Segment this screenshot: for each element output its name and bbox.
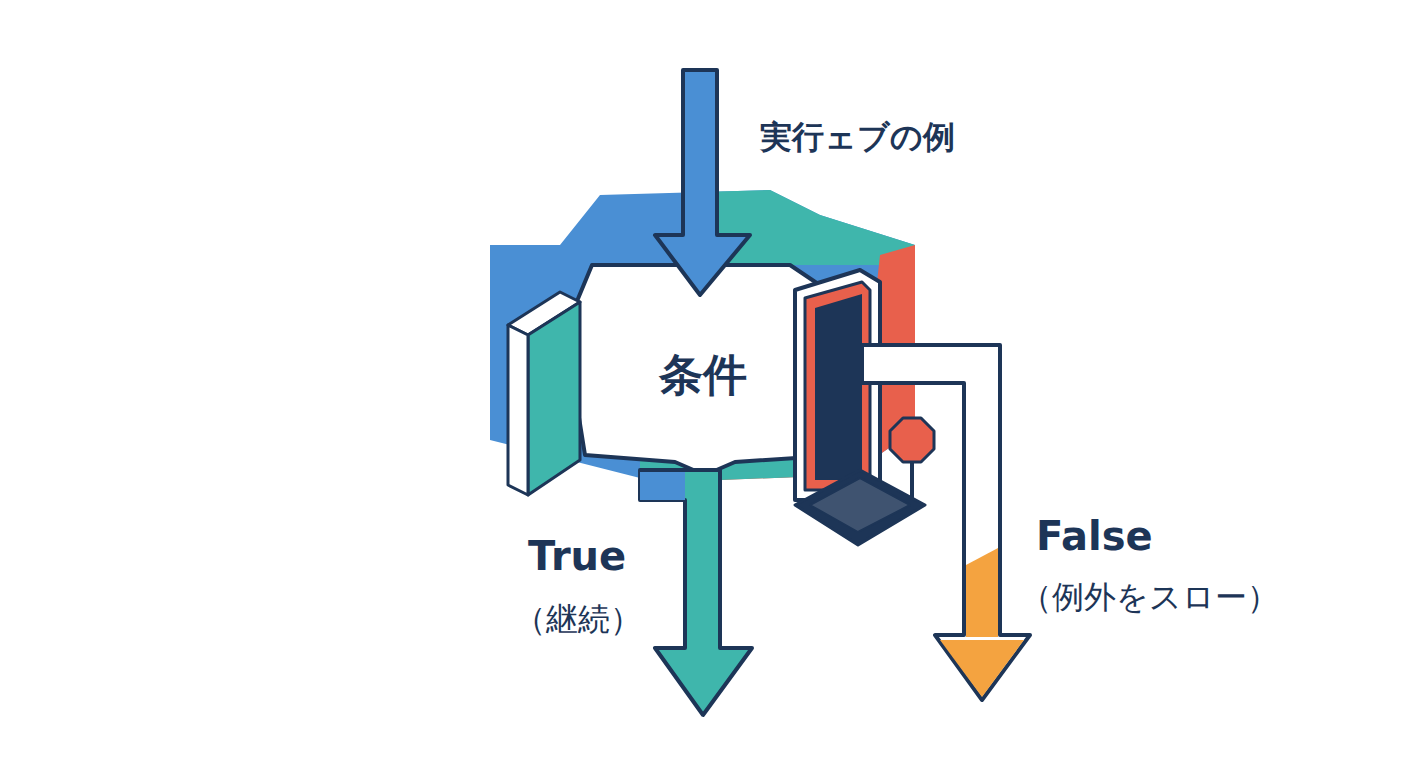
false-arrow-head bbox=[940, 640, 1024, 697]
right-door-shadow bbox=[815, 294, 862, 480]
stop-sign bbox=[890, 418, 934, 462]
branch-note: （例外をスロー） bbox=[1020, 576, 1279, 620]
branch-label: True bbox=[528, 533, 626, 579]
diagram-title: 実行ェブの例 bbox=[760, 116, 955, 160]
true-arrow-tail bbox=[640, 472, 685, 500]
trapdoor-lid bbox=[810, 478, 910, 532]
condition-node: 条件 bbox=[649, 336, 757, 415]
left-door-edge bbox=[508, 325, 528, 495]
branch-label: False bbox=[1036, 513, 1153, 559]
false-arrow bbox=[862, 345, 1030, 700]
false-arrow-shade bbox=[966, 548, 998, 637]
left-door-face bbox=[528, 302, 580, 495]
trapdoor bbox=[795, 470, 925, 545]
incoming-arrow bbox=[655, 70, 750, 295]
right-door-opening bbox=[805, 282, 870, 490]
true-arrow bbox=[640, 470, 752, 715]
branch-note: （継続） bbox=[514, 598, 642, 642]
condition-label: 条件 bbox=[659, 346, 747, 405]
